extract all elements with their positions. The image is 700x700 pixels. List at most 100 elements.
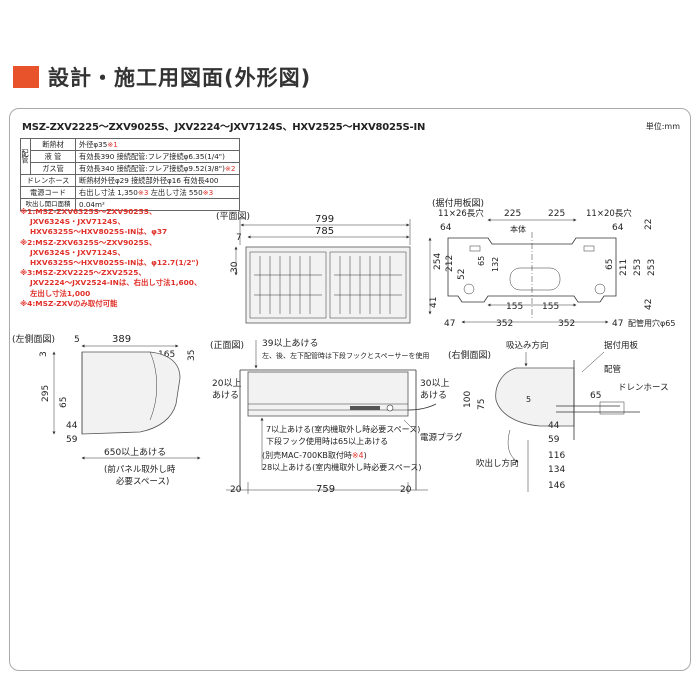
mp-dim-mid-b: 132 [491, 257, 500, 272]
mp-dim-left-h: 254 [433, 253, 443, 270]
fv-right-space1: 30以上 [420, 378, 449, 389]
plan-unit-body [245, 246, 411, 324]
pipe-hole-left [463, 283, 475, 295]
mp-dim-right-b: 211 [619, 259, 629, 276]
spec-table: 配管 断熱材 外径φ35※1 液 管 有効長390 接続配管:フレア接続φ6.3… [20, 138, 240, 211]
spec-row: 吹出し開口面積 0.04m² [20, 198, 240, 211]
footnote-line: ※2:MSZ-ZXV6325S～ZXV9025S、 [20, 237, 157, 247]
fv-below3: (別売MAC-700KB取付時※4) [262, 450, 367, 460]
fv-right-space2: あける [420, 390, 447, 401]
fv-dim-mid: 759 [316, 484, 335, 495]
front-display-strip [350, 406, 380, 410]
front-view: (正面図) 39以上あける 左、後、左下配管時は下段フックとスペーサーを使用 電… [210, 338, 463, 495]
plan-filter-right [329, 251, 407, 319]
footnote-line: ※3:MSZ-ZXV2225～ZXV2525、 [20, 268, 146, 278]
mp-dim-left-c: 41 [429, 297, 439, 308]
fv-left-space1: 20以上 [212, 378, 241, 389]
mp-dim-bot-b: 155 [542, 302, 559, 312]
rs-outlet-label: 吹出し方向 [476, 458, 519, 469]
right-side-body [495, 367, 575, 427]
left-side-title: (左側面図) [12, 333, 55, 345]
mp-dim-bot-l: 47 [444, 319, 455, 329]
pipe-hole-right [594, 283, 606, 295]
ls-dim-top-l: 3 [39, 351, 49, 357]
fv-below2: 下段フック使用時は65以上あける [266, 436, 388, 446]
mp-dim-right-top: 22 [644, 219, 654, 230]
slot-right [583, 245, 595, 252]
fv-plug-label: 電源プラグ [420, 432, 463, 443]
footnote-line: 左出し寸法1,000 [20, 288, 91, 298]
front-unit-body [247, 371, 409, 417]
rs-drain-label: ドレンホース [618, 383, 669, 393]
pipe-hole-label: 配管用穴φ65 [628, 318, 675, 328]
rs-dim-b146: 146 [548, 481, 565, 491]
fv-top-space: 39以上あける [262, 338, 318, 349]
slot-left-label: 11×26長穴 [438, 208, 484, 219]
footnote-line: HXV6325S～HXV8025S-INは、φ37 [20, 227, 168, 237]
mp-dim-right-a: 65 [605, 259, 615, 270]
mp-dim-bot-r: 47 [612, 319, 623, 329]
plan-filter-left [249, 251, 327, 319]
power-cord [407, 403, 437, 411]
ls-front-space-note1: (前パネル取外し時 [104, 464, 176, 475]
fv-below4: 28以上あける(室内機取外し時必要スペース) [262, 462, 421, 472]
mp-dim-top-b: 225 [548, 209, 565, 219]
slot-left [469, 245, 481, 252]
front-view-title: (正面図) [210, 340, 244, 351]
rs-drain-hose [599, 401, 625, 415]
rs-dim-p65: 65 [590, 391, 601, 401]
footnotes: ※1:MSZ-ZXV6325S～ZXV9025S、 JXV6324S・JXV71… [20, 207, 201, 309]
mount-plate-center-slot [509, 267, 561, 291]
mp-dim-bot-d: 352 [558, 319, 575, 329]
rs-plate-label: 据付用板 [604, 340, 639, 351]
unit-label: 単位:mm [645, 122, 680, 131]
rs-dim-h1: 100 [463, 391, 473, 408]
ls-dim-w1: 5 [74, 335, 80, 345]
right-side-view: (右側面図) 吸込み方向 据付用板 配管 ドレンホース 65 5 100 75 … [448, 340, 669, 492]
ls-dim-b2: 59 [66, 435, 78, 445]
spec-key: 吹出し開口面積 [20, 198, 76, 211]
drawing-frame [9, 108, 691, 671]
footnote-line: JXV6324S・JXV7124S、 [20, 247, 125, 257]
rs-piping-label: 配管 [604, 364, 621, 375]
ls-dim-w3: 165 [158, 350, 175, 360]
mp-dim-top-a: 225 [504, 209, 521, 219]
footnote-line: JXV6324S・JXV7124S、 [20, 217, 125, 227]
footnote-line: ※4:MSZ-ZXVのみ取付可能 [20, 298, 118, 308]
ls-dim-b1: 44 [66, 421, 78, 431]
rs-dim-h2: 75 [477, 399, 487, 410]
front-sensor-icon [386, 404, 394, 412]
fv-left-space2: あける [212, 390, 239, 401]
rs-dim-b59: 59 [548, 435, 560, 445]
plan-dim-left: 7 [236, 233, 242, 243]
ls-dim-h2: 65 [59, 397, 69, 408]
mount-plate-outline [447, 237, 617, 303]
rs-dim-r5: 5 [526, 395, 531, 404]
mp-dim-right-bot: 42 [644, 299, 654, 310]
fv-below1: 7以上あける(室内機取外し時必要スペース) [266, 424, 420, 434]
mp-dim-mid-a: 65 [477, 256, 486, 266]
right-side-title: (右側面図) [448, 349, 491, 361]
mount-plate-view: (据付用板図) 11×26長穴 11×20長穴 225 225 64 64 本体… [428, 197, 675, 329]
slot-right-label: 11×20長穴 [586, 208, 632, 219]
ls-dim-w2: 389 [112, 334, 131, 345]
ls-dim-h: 295 [41, 385, 51, 402]
header-accent-block [13, 66, 39, 88]
footnote-line: JXV2224～JXV2524-INは、右出し寸法1,600、 [20, 278, 202, 288]
footnote-line: ※1:MSZ-ZXV6325S～ZXV9025S、 [20, 207, 157, 216]
fv-top-note: 左、後、左下配管時は下段フックとスペーサーを使用 [262, 351, 429, 360]
mp-dim-top-l: 64 [440, 223, 452, 233]
rs-dim-b44: 44 [548, 421, 560, 431]
fv-dim-right: 20 [400, 485, 412, 495]
rs-dim-b134: 134 [548, 465, 565, 475]
plan-view: (平面図) 799 785 7 30 [216, 211, 411, 324]
mp-dim-right-d: 253 [647, 259, 657, 276]
mp-dim-left-b: 52 [457, 269, 467, 280]
model-line: MSZ-ZXV2225～ZXV9025S、JXV2224～JXV7124S、HX… [22, 122, 426, 133]
plan-dim-inner: 785 [315, 226, 334, 237]
ls-front-space: 650以上あける [104, 447, 166, 458]
mp-dim-right-c: 253 [633, 259, 643, 276]
rs-inlet-label: 吸込み方向 [506, 340, 549, 351]
page-title: 設計・施工用図面(外形図) [48, 66, 312, 90]
